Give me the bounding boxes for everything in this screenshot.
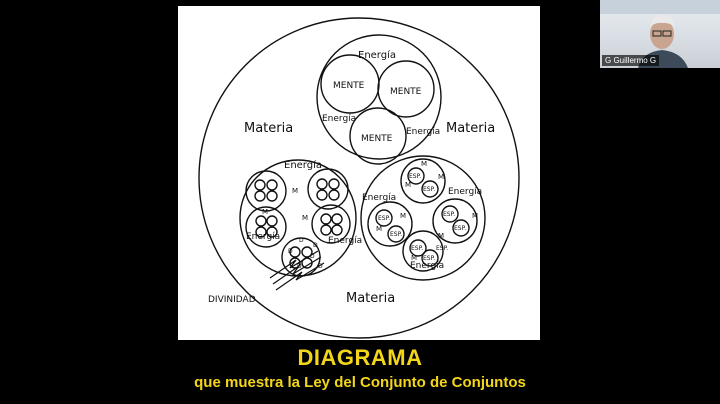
presentation-slide: Materia Materia Materia Energía Energía …	[90, 0, 630, 404]
right-m-label: M	[411, 254, 417, 262]
left-sub-2	[308, 169, 348, 209]
right-esp-label: ESP.	[423, 186, 435, 193]
right-esp-label: ESP.	[390, 231, 402, 238]
left-m-label-2: M	[262, 208, 268, 216]
conjunto-diagram: Materia Materia Materia Energía Energía …	[178, 6, 540, 340]
top-energia-right-label: Energía	[406, 127, 440, 137]
top-energia-label: Energía	[358, 49, 396, 61]
right-m-label: M	[405, 181, 411, 189]
right-m-label: M	[400, 212, 406, 220]
participant-video-tile[interactable]: G Guillermo G	[600, 0, 720, 68]
mente-label-1: MENTE	[333, 81, 365, 91]
left-energia-right-label: Energía	[328, 236, 362, 246]
left-m-label-3: M	[302, 214, 308, 222]
right-m-label: M	[472, 212, 478, 220]
left-energia-top-label: Energía	[284, 159, 322, 171]
left-d-label-6: D	[318, 263, 323, 270]
materia-label-bottom: Materia	[346, 291, 395, 306]
participant-name-label: G Guillermo G	[602, 55, 659, 66]
slide-subtitle: que muestra la Ley del Conjunto de Conju…	[90, 374, 630, 391]
left-d-label-1: D	[299, 237, 304, 244]
right-energia-bottom-label: Energía	[410, 261, 444, 271]
mente-label-2: MENTE	[390, 87, 422, 97]
right-m-label: M	[438, 232, 444, 240]
top-energia-left-label: Energía	[322, 114, 356, 124]
right-esp-label: ESP.	[443, 211, 455, 218]
left-d-label-3: D	[288, 248, 293, 255]
right-esp-label: ESP.	[378, 215, 390, 222]
right-esp-label: ESP.	[409, 173, 421, 180]
left-d-label-2: D	[313, 242, 318, 249]
right-esp-label: ESP.	[411, 245, 423, 252]
diagram-paper: Materia Materia Materia Energía Energía …	[178, 6, 540, 340]
right-esp-label: ESP.	[436, 245, 448, 252]
right-m-label: M	[421, 160, 427, 168]
materia-label-right: Materia	[446, 121, 495, 136]
left-m-label-1: M	[292, 187, 298, 195]
right-m-label: M	[438, 173, 444, 181]
divinidad-label: DIVINIDAD	[208, 295, 256, 305]
left-d-label-5: D	[297, 263, 302, 270]
left-d-label-4: D	[310, 253, 315, 260]
mente-label-3: MENTE	[361, 134, 393, 144]
left-sub-1	[246, 171, 286, 211]
materia-label-left: Materia	[244, 121, 293, 136]
right-m-label: M	[376, 225, 382, 233]
right-energia-right-label: Energía	[448, 187, 482, 197]
right-esp-label: ESP.	[423, 255, 435, 262]
left-energia-left-label: Energía	[246, 232, 280, 242]
right-esp-label: ESP.	[454, 225, 466, 232]
slide-title: DIAGRAMA	[90, 345, 630, 371]
right-energia-left-label: Energía	[362, 193, 396, 203]
